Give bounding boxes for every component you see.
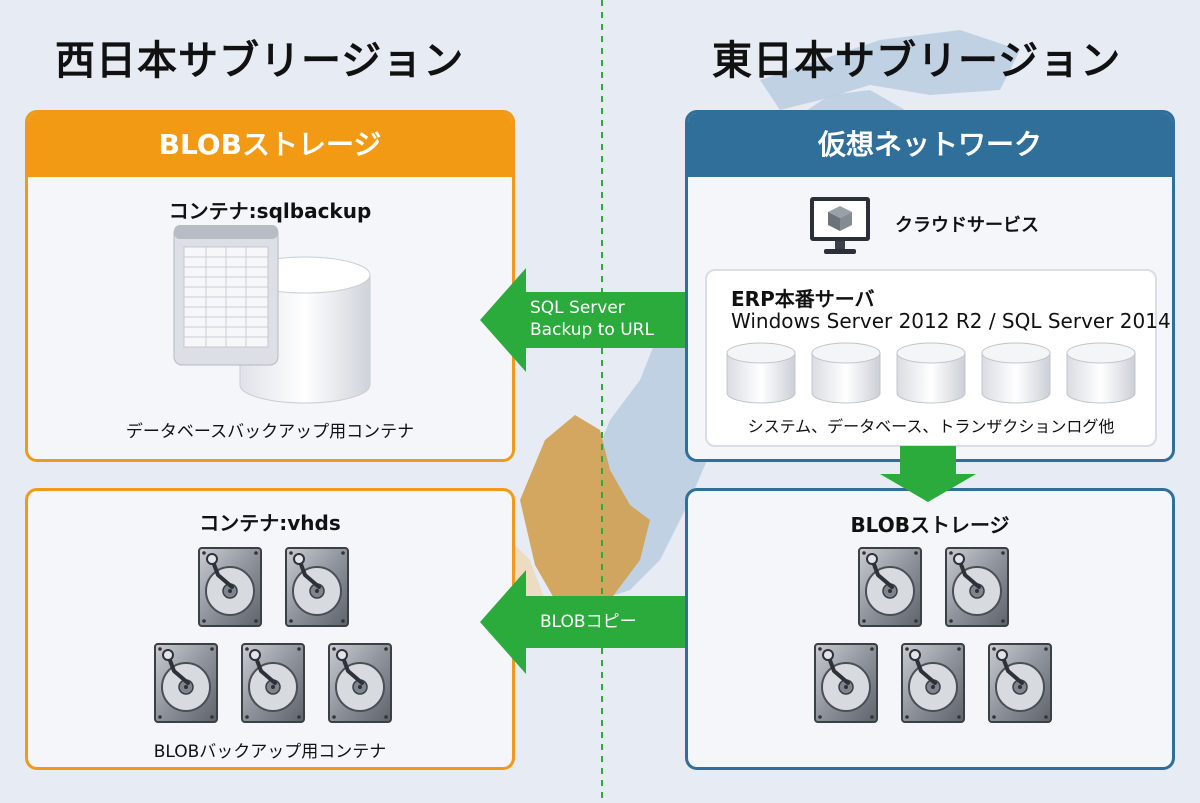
east-region-title: 東日本サブリージョン: [712, 38, 1122, 84]
east-hard-disk-icon: [858, 547, 922, 631]
database-cylinder-icon: [980, 341, 1052, 409]
blob-copy-arrow: [480, 570, 685, 674]
east-blob-storage-box: BLOBストレージ: [685, 488, 1175, 770]
vhds-container-name: コンテナ:vhds: [199, 511, 341, 535]
erp-server-panel: ERP本番サーバ Windows Server 2012 R2 / SQL Se…: [705, 269, 1171, 447]
database-cylinder-icon: [895, 341, 967, 409]
sql-backup-arrow-label-2: Backup to URL: [530, 320, 654, 340]
erp-disks-caption: システム、データベース、トランザクションログ他: [747, 417, 1115, 436]
west-hard-disk-icon: [154, 643, 218, 727]
east-hard-disk-icon: [945, 547, 1009, 631]
virtual-network-header: 仮想ネットワーク: [688, 113, 1172, 177]
sqlbackup-container-name: コンテナ:sqlbackup: [168, 199, 372, 223]
database-cylinder-icon: [725, 341, 797, 409]
west-blob-storage-box: BLOBストレージ コンテナ:sqlbackup: [25, 110, 515, 462]
west-blob-storage-header: BLOBストレージ: [28, 113, 512, 177]
vhds-container-caption: BLOBバックアップ用コンテナ: [153, 742, 387, 762]
erp-server-title: ERP本番サーバ: [731, 287, 875, 311]
west-hard-disk-icon: [285, 547, 349, 631]
hokkaido-landmass: [760, 30, 1020, 110]
erp-server-os: Windows Server 2012 R2 / SQL Server 2014: [731, 309, 1171, 333]
down-backup-arrow: [880, 446, 976, 502]
central-japan-landmass: [520, 415, 650, 620]
sql-backup-arrow: [480, 268, 685, 372]
virtual-network-box: 仮想ネットワーク クラウドサービス ERP本番サーバ Windows Serve…: [685, 110, 1175, 462]
west-vhds-container-box: コンテナ:vhds BLOBバックアップ用コンテナ: [25, 488, 515, 770]
east-hard-disk-icon: [814, 643, 878, 727]
cloud-service-label: クラウドサービス: [895, 215, 1039, 236]
west-hard-disk-icon: [328, 643, 392, 727]
monitor-cube-icon: [810, 197, 870, 254]
database-backup-icon: [173, 225, 371, 404]
database-cylinder-icon: [1065, 341, 1137, 409]
database-cylinder-icon: [810, 341, 882, 409]
blob-copy-arrow-label: BLOBコピー: [540, 612, 637, 632]
east-hard-disk-icon: [988, 643, 1052, 727]
east-hard-disk-icon: [901, 643, 965, 727]
sql-backup-arrow-label-1: SQL Server: [530, 298, 625, 318]
west-hard-disk-icon: [241, 643, 305, 727]
west-region-title: 西日本サブリージョン: [55, 38, 465, 84]
sqlbackup-container-caption: データベースバックアップ用コンテナ: [125, 422, 415, 442]
west-hard-disk-icon: [198, 547, 262, 631]
east-blob-storage-title: BLOBストレージ: [850, 513, 1010, 537]
